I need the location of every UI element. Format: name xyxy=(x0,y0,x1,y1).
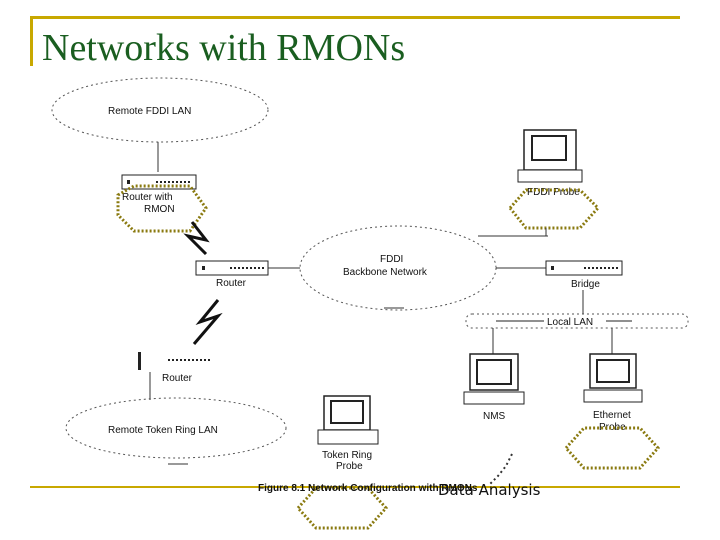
nms-computer-icon xyxy=(463,328,525,405)
data-analysis-label: Data Analysis xyxy=(438,481,541,499)
bridge-device xyxy=(545,260,623,276)
highlight-token-ring-probe xyxy=(295,486,389,530)
local-lan-bus xyxy=(465,313,689,329)
slide-title: Networks with RMONs xyxy=(42,27,406,69)
fddi-probe-label: FDDI Probe xyxy=(527,187,580,198)
token-ring-probe-computer-icon xyxy=(317,395,379,445)
token-ring-probe-label-2: Probe xyxy=(336,461,363,472)
ethernet-probe-computer-icon xyxy=(583,328,643,403)
remote-token-ring-label: Remote Token Ring LAN xyxy=(108,425,218,436)
remote-fddi-lan-label: Remote FDDI LAN xyxy=(108,106,191,117)
frame-left-rule xyxy=(30,16,33,66)
local-lan-label: Local LAN xyxy=(547,317,593,328)
fddi-probe-computer-icon xyxy=(517,129,583,183)
router-with-rmon-label-1: Router with xyxy=(122,192,173,203)
nms-label: NMS xyxy=(483,411,506,422)
wan-link-icon xyxy=(183,221,210,256)
router-with-rmon-label-2: RMON xyxy=(144,204,175,215)
highlight-router-rmon xyxy=(116,184,208,233)
token-ring-probe-label-1: Token Ring xyxy=(322,450,372,461)
wan-link-icon-2 xyxy=(192,299,223,345)
router-low xyxy=(138,352,212,370)
figure-caption: Figure 8.1 Network Configuration with RM… xyxy=(258,483,478,494)
remote-fddi-lan-cloud xyxy=(51,77,269,143)
ethernet-probe-label-1: Ethernet xyxy=(593,410,631,421)
router-low-label: Router xyxy=(162,373,193,384)
router-mid xyxy=(195,260,269,276)
fddi-backbone-label-1: FDDI xyxy=(380,254,403,265)
data-analysis-connector xyxy=(489,453,513,485)
router-mid-label: Router xyxy=(216,278,247,289)
highlight-ethernet-probe xyxy=(563,426,661,470)
ethernet-probe-label-2: Probe xyxy=(599,422,626,433)
bridge-label: Bridge xyxy=(571,279,600,290)
frame-top-rule xyxy=(30,16,680,19)
remote-token-ring-cloud xyxy=(65,397,287,459)
fddi-backbone-label-2: Backbone Network xyxy=(343,267,428,278)
highlight-fddi-probe xyxy=(508,188,601,230)
